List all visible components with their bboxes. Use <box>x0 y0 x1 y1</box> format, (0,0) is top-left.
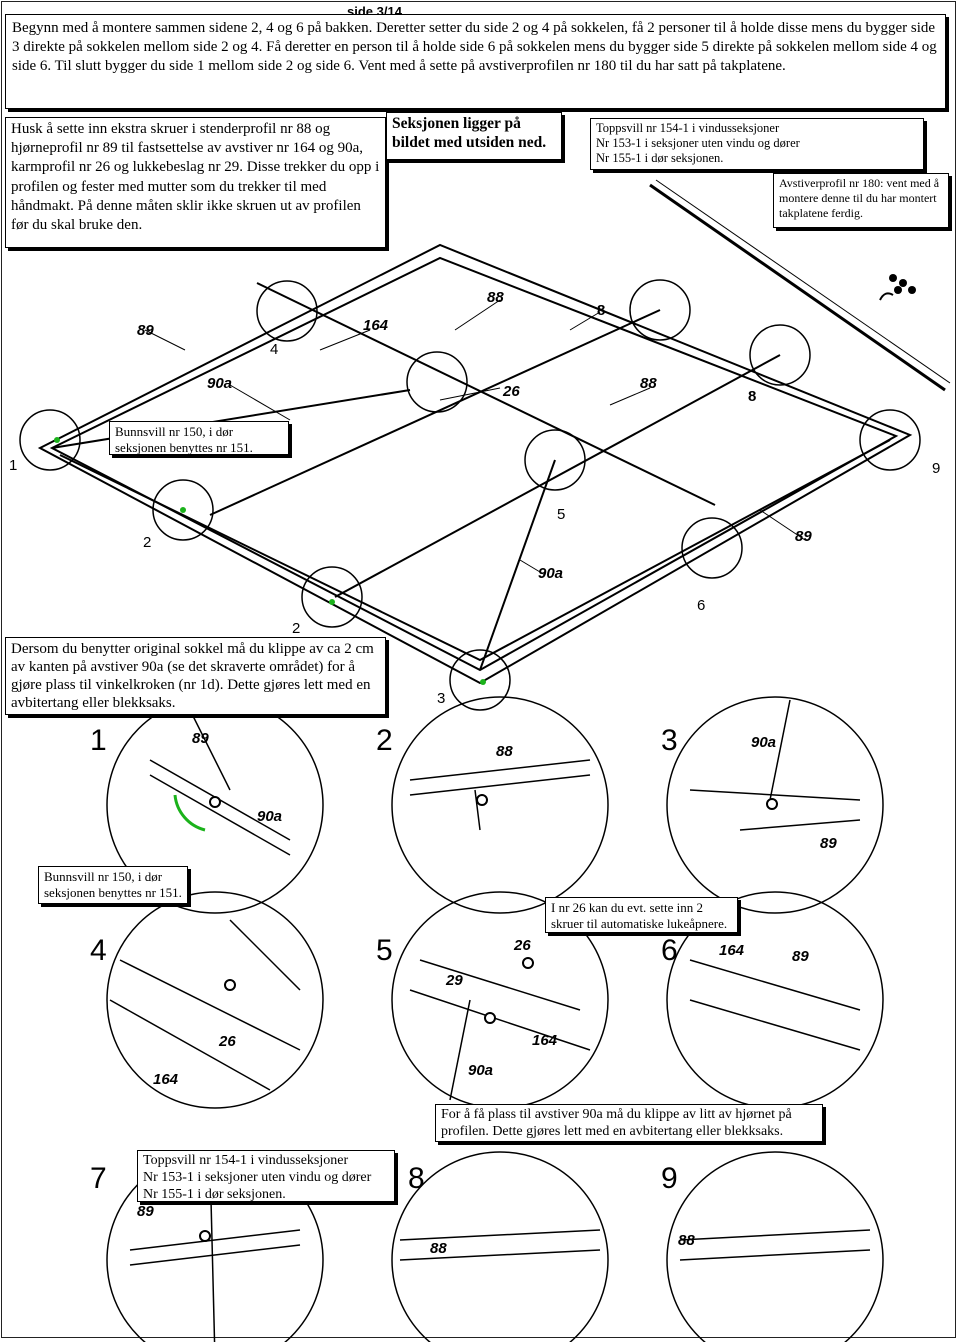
detail-number-2: 2 <box>376 724 393 757</box>
detail-number-1: 1 <box>90 724 107 757</box>
detail-5-label-26: 26 <box>514 937 531 954</box>
bunnsvill-line: seksjonen benyttes nr 151. <box>44 884 182 900</box>
label-side-2-bottom: 2 <box>292 620 301 637</box>
note-seksjonen: Seksjonen ligger på bildet med utsiden n… <box>386 112 562 160</box>
callout-circle-5 <box>524 429 586 491</box>
detail-5-label-164: 164 <box>532 1032 558 1049</box>
callout-circle-8a <box>629 279 691 341</box>
toppsvill-line: Nr 155-1 i dør seksjonen. <box>596 151 724 165</box>
detail-number-9: 9 <box>661 1162 678 1195</box>
label-89-left: 89 <box>137 322 154 339</box>
toppsvill-line: Nr 153-1 i seksjoner uten vindu og dører <box>143 1169 372 1185</box>
intro-instructions: Begynn med å montere sammen sidene 2, 4 … <box>5 14 946 109</box>
note-bunnsvill-bottom: Bunnsvill nr 150, i dør seksjonen benytt… <box>38 866 188 904</box>
detail-5-label-29: 29 <box>446 972 463 989</box>
label-8-right: 8 <box>748 388 757 405</box>
detail-3-label-90a: 90a <box>751 734 777 751</box>
note-dersom: Dersom du benytter original sokkel må du… <box>5 637 386 715</box>
label-side-2-left: 2 <box>143 534 152 551</box>
label-8-top: 8 <box>597 302 606 319</box>
detail-3-label-89: 89 <box>820 835 837 852</box>
callout-circle-9 <box>859 409 921 471</box>
note-toppsvill-top: Toppsvill nr 154-1 i vindusseksjoner Nr … <box>590 118 924 170</box>
label-26: 26 <box>503 383 520 400</box>
detail-4-label-164: 164 <box>153 1071 179 1088</box>
detail-number-4: 4 <box>90 934 107 967</box>
label-side-1: 1 <box>9 457 18 474</box>
detail-8-label-88: 88 <box>430 1240 447 1257</box>
note-avstiver-180: Avstiverprofil nr 180: vent med å monter… <box>773 173 949 228</box>
callout-circle-1 <box>19 409 81 471</box>
bunnsvill-line: Bunnsvill nr 150, i dør <box>115 424 234 439</box>
detail-4-label-26: 26 <box>219 1033 236 1050</box>
detail-7-label-89: 89 <box>137 1203 154 1220</box>
callout-circle-8b <box>749 324 811 386</box>
callout-circle-6 <box>681 517 743 579</box>
note-i-nr-26: I nr 26 kan du evt. sette inn 2 skruer t… <box>545 897 738 933</box>
detail-circle-2 <box>391 696 609 914</box>
detail-number-8: 8 <box>408 1162 425 1195</box>
detail-number-6: 6 <box>661 934 678 967</box>
detail-2-label-88: 88 <box>496 743 513 760</box>
detail-9-label-88: 88 <box>678 1232 695 1249</box>
detail-5-label-90a: 90a <box>468 1062 494 1079</box>
detail-circle-9 <box>666 1151 884 1342</box>
toppsvill-line: Toppsvill nr 154-1 i vindusseksjoner <box>143 1153 349 1168</box>
toppsvill-line: Toppsvill nr 154-1 i vindusseksjoner <box>596 121 780 135</box>
note-bunnsvill-top: Bunnsvill nr 150, i dør seksjonen benytt… <box>109 421 289 455</box>
detail-number-7: 7 <box>90 1162 107 1195</box>
label-side-6: 6 <box>697 597 706 614</box>
label-side-5: 5 <box>557 506 566 523</box>
detail-number-5: 5 <box>376 934 393 967</box>
label-89-right: 89 <box>795 528 812 545</box>
label-164: 164 <box>363 317 389 334</box>
detail-circle-8 <box>391 1151 609 1342</box>
label-side-3: 3 <box>437 690 446 707</box>
label-side-9: 9 <box>932 460 941 477</box>
note-toppsvill-bottom: Toppsvill nr 154-1 i vindusseksjoner Nr … <box>137 1150 395 1202</box>
detail-6-label-89: 89 <box>792 948 809 965</box>
callout-circle-2b <box>301 566 363 628</box>
label-88-right: 88 <box>640 375 657 392</box>
bunnsvill-line: Bunnsvill nr 150, i dør <box>44 869 163 884</box>
label-88-top: 88 <box>487 289 504 306</box>
toppsvill-line: Nr 155-1 i dør seksjonen. <box>143 1186 286 1202</box>
callout-circle-3 <box>449 649 511 711</box>
callout-circle-center <box>406 351 468 413</box>
toppsvill-line: Nr 153-1 i seksjoner uten vindu og dører <box>596 136 800 150</box>
detail-number-3: 3 <box>661 724 678 757</box>
note-husk: Husk å sette inn ekstra skruer i stender… <box>5 117 386 248</box>
detail-6-label-164: 164 <box>719 942 745 959</box>
label-side-4: 4 <box>270 341 279 358</box>
detail-1-label-89: 89 <box>192 730 209 747</box>
detail-circle-3 <box>666 696 884 914</box>
note-for-a-fa-plass: For å få plass til avstiver 90a må du kl… <box>435 1104 823 1142</box>
label-90a-mid: 90a <box>207 375 233 392</box>
callout-circle-2 <box>152 479 214 541</box>
callout-circle-4 <box>256 280 318 342</box>
bunnsvill-line: seksjonen benyttes nr 151. <box>115 439 253 455</box>
detail-1-label-90a: 90a <box>257 808 283 825</box>
label-90a-low: 90a <box>538 565 564 582</box>
detail-circle-4 <box>106 891 324 1109</box>
